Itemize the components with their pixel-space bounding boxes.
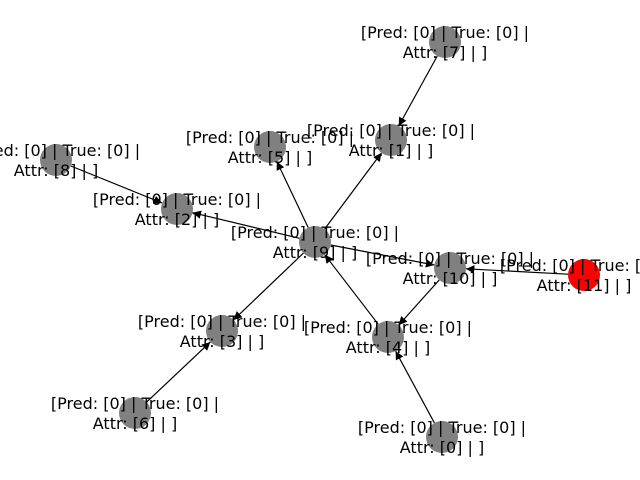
node-3 [206, 315, 238, 347]
node-label-6: [Pred: [0] | True: [0] |Attr: [6] | ] [51, 394, 219, 433]
node-label-line1: [Pred: [0] | True: [0] | [186, 128, 354, 147]
node-label-line2: Attr: [4] | ] [346, 338, 430, 357]
edge-4-to-9 [324, 254, 379, 325]
node-1 [375, 124, 407, 156]
edge-8-to-2 [70, 165, 163, 204]
node-label-line2: Attr: [7] | ] [403, 43, 487, 62]
node-2 [161, 193, 193, 225]
node-5 [254, 131, 286, 163]
node-label-line2: Attr: [1] | ] [349, 141, 433, 160]
node-0 [426, 421, 458, 453]
node-label-line1: [Pred: [0] | True: [0] | [361, 23, 529, 42]
node-label-3: [Pred: [0] | True: [0] |Attr: [3] | ] [138, 312, 306, 351]
node-label-line1: [Pred: [0] | True: [0] | [138, 312, 306, 331]
edge-9-to-10 [330, 244, 435, 268]
node-label-line2: Attr: [9] | ] [273, 243, 357, 262]
edge-7-to-1 [398, 55, 438, 127]
edge-0-to-4 [395, 350, 435, 424]
node-6 [119, 397, 151, 429]
node-label-line1: [Pred: [0] | True: [0] | [366, 249, 534, 268]
node-label-line1: [Pred: [0] | True: [0] | [304, 318, 472, 337]
edge-6-to-3 [146, 341, 211, 403]
edge-9-to-2 [192, 210, 300, 239]
node-label-line2: Attr: [8] | ] [14, 161, 98, 180]
node-label-8: [Pred: [0] | True: [0] |Attr: [8] | ] [0, 141, 140, 180]
edge-10-to-4 [398, 279, 440, 326]
nodes-layer [40, 26, 600, 453]
node-11 [568, 259, 600, 291]
edge-9-to-3 [233, 252, 304, 321]
node-label-10: [Pred: [0] | True: [0] |Attr: [10] | ] [366, 249, 534, 288]
node-label-line2: Attr: [11] | ] [537, 276, 632, 295]
node-label-line1: [Pred: [0] | True: [0] | [307, 121, 475, 140]
edge-9-to-5 [276, 161, 309, 228]
node-label-4: [Pred: [0] | True: [0] |Attr: [4] | ] [304, 318, 472, 357]
node-label-line1: [Pred: [0] | True: [0] | [358, 418, 526, 437]
node-label-line1: [Pred: [0] | True: [0] | [231, 223, 399, 242]
labels-layer: [Pred: [0] | True: [0] |Attr: [0] | ][Pr… [0, 23, 640, 457]
node-label-line1: [Pred: [0] | True: [0] | [0, 141, 140, 160]
node-10 [434, 252, 466, 284]
node-label-line2: Attr: [6] | ] [93, 414, 177, 433]
node-7 [429, 26, 461, 58]
node-4 [372, 321, 404, 353]
node-label-line2: Attr: [10] | ] [403, 269, 498, 288]
node-label-5: [Pred: [0] | True: [0] |Attr: [5] | ] [186, 128, 354, 167]
node-label-line1: [Pred: [0] | True: [0] | [51, 394, 219, 413]
node-label-line2: Attr: [5] | ] [228, 148, 312, 167]
node-label-1: [Pred: [0] | True: [0] |Attr: [1] | ] [307, 121, 475, 160]
node-label-line1: [Pred: [0] | True: [0] | [500, 256, 640, 275]
node-label-line2: Attr: [0] | ] [400, 438, 484, 457]
node-label-7: [Pred: [0] | True: [0] |Attr: [7] | ] [361, 23, 529, 62]
node-9 [299, 226, 331, 258]
node-label-9: [Pred: [0] | True: [0] |Attr: [9] | ] [231, 223, 399, 262]
edge-11-to-10 [465, 265, 569, 275]
edges-layer [70, 55, 569, 424]
node-label-2: [Pred: [0] | True: [0] |Attr: [2] | ] [93, 190, 261, 229]
node-8 [40, 144, 72, 176]
node-label-line2: Attr: [2] | ] [135, 210, 219, 229]
node-label-line2: Attr: [3] | ] [180, 332, 264, 351]
node-label-0: [Pred: [0] | True: [0] |Attr: [0] | ] [358, 418, 526, 457]
node-label-line1: [Pred: [0] | True: [0] | [93, 190, 261, 209]
edge-9-to-1 [324, 152, 382, 230]
node-label-11: [Pred: [0] | True: [0] |Attr: [11] | ] [500, 256, 640, 295]
